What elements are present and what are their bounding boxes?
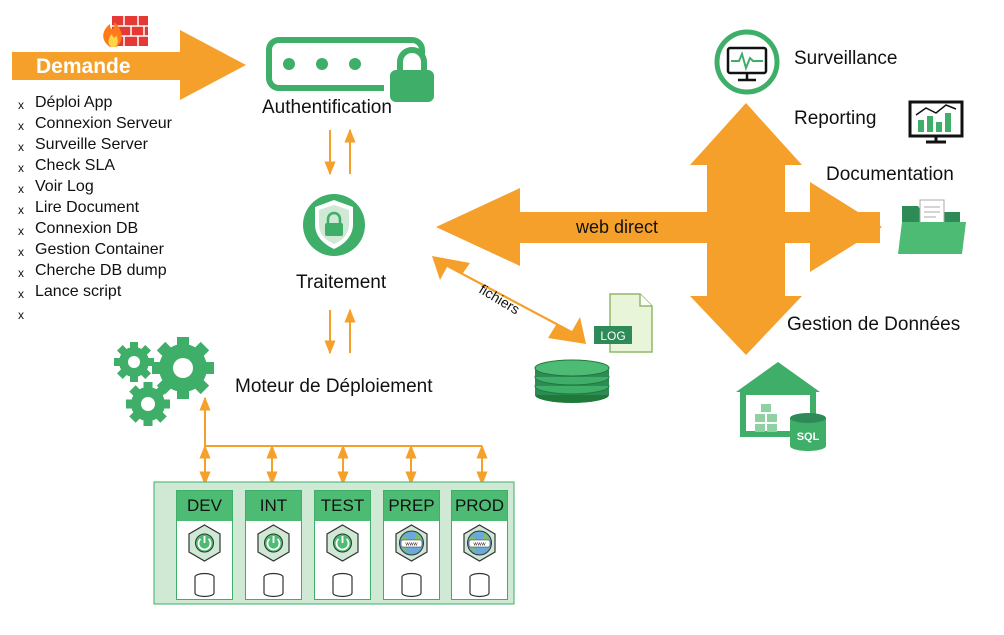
bullet-x: x [18,287,24,301]
request-label: Demande [36,55,131,78]
environment-prep[interactable]: PREP www [383,490,440,600]
request-item-label: Connexion DB [35,220,139,237]
web-direct-label: web direct [576,217,659,237]
request-item-label: Lance script [35,283,122,300]
www-globe-icon: www [463,524,496,598]
reporting-chart-icon [908,100,964,144]
warehouse-database-icon [736,362,826,451]
auth-label: Authentification [262,97,392,118]
environment-label: INT [246,491,301,521]
svg-text:www: www [405,542,418,548]
bullet-x: x [18,140,24,154]
bullet-x: x [18,98,24,112]
request-list-item: x Surveille Server [18,134,172,155]
monitoring-label: Surveillance [794,48,898,69]
environment-int[interactable]: INT [245,490,302,600]
firewall-icon [103,16,148,47]
environment-label: TEST [315,491,370,521]
password-lock-icon [266,37,440,102]
deployment-connectors [199,396,488,486]
request-item-label: Voir Log [35,178,94,195]
bullet-x: x [18,266,24,280]
request-list-item: x Check SLA [18,155,172,176]
bullet-x: x [18,224,24,238]
request-list-item: x Déploi App [18,92,172,113]
bullet-x: x [18,161,24,175]
request-list-item: x Connexion DB [18,218,172,239]
www-globe-icon: www [395,524,428,598]
engine-label: Moteur de Déploiement [235,376,433,397]
power-icon [257,524,290,598]
request-list-item: x Gestion Container [18,239,172,260]
monitoring-icon [714,29,780,95]
database-stack-icon [534,359,610,403]
request-arrow [12,30,246,100]
environment-label: PREP [384,491,439,521]
bullet-x: x [18,245,24,259]
reporting-label: Reporting [794,108,877,129]
documentation-label: Documentation [826,164,954,185]
svg-text:www: www [473,542,486,548]
web-direct-arrows [432,103,882,355]
bullet-x: x [18,182,24,196]
bullet-x: x [18,203,24,217]
request-item-label: Cherche DB dump [35,262,167,279]
data-management-label: Gestion de Données [787,314,961,335]
log-file-icon [594,293,653,353]
log-label: LOG [600,329,625,343]
bullet-x: x [18,119,24,133]
files-arrow-label: fichiers [476,281,522,318]
request-list-trailing-bullet: x [18,302,172,323]
environment-label: DEV [177,491,232,521]
request-item-label: Déploi App [35,94,113,111]
sql-label: SQL [797,431,820,443]
shield-lock-icon [303,194,365,256]
documentation-folder-icon [898,199,966,254]
power-icon [188,524,221,598]
processing-label: Traitement [296,272,387,293]
request-item-label: Gestion Container [35,241,164,258]
request-list-item: x Connexion Serveur [18,113,172,134]
power-icon [326,524,359,598]
request-item-label: Connexion Serveur [35,115,172,132]
request-list-item: x Lire Document [18,197,172,218]
request-item-label: Lire Document [35,199,140,216]
gears-icon [114,337,214,426]
environment-dev[interactable]: DEV [176,490,233,600]
environment-prod[interactable]: PROD www [451,490,508,600]
request-item-label: Check SLA [35,157,116,174]
request-list-item: x Voir Log [18,176,172,197]
request-item-label: Surveille Server [35,136,148,153]
request-list-item: x Cherche DB dump [18,260,172,281]
request-list-item: x Lance script [18,281,172,302]
environment-test[interactable]: TEST [314,490,371,600]
bullet-x: x [18,308,24,322]
environment-label: PROD [452,491,507,521]
